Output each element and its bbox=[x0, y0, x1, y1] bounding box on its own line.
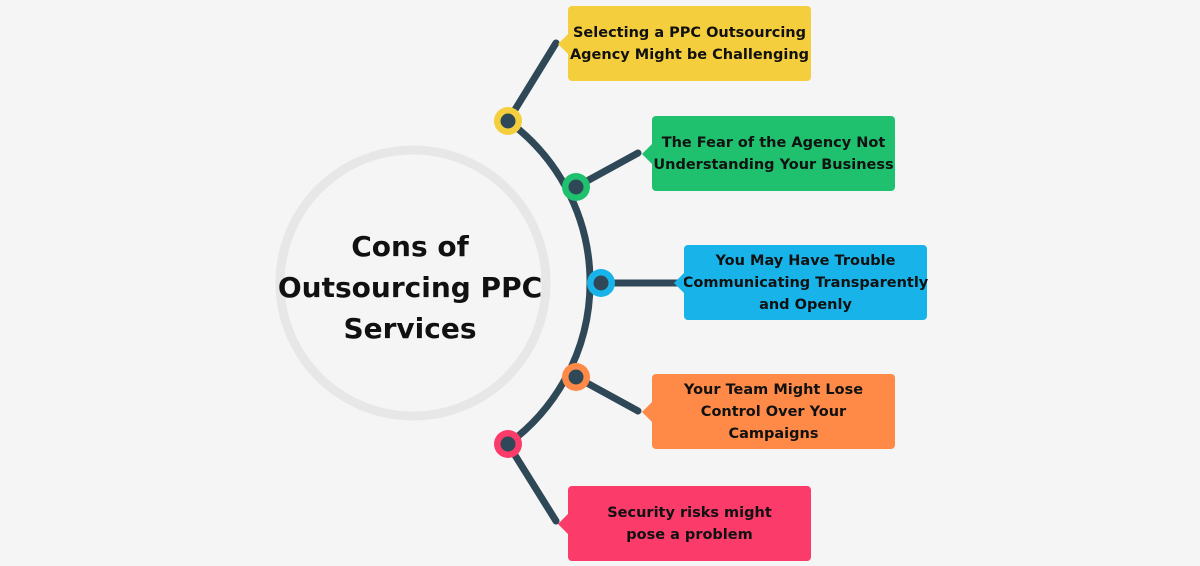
con-box-text-line: and Openly bbox=[759, 296, 852, 313]
connector-line-top bbox=[504, 39, 560, 125]
con-box-text-line: Selecting a PPC Outsourcing bbox=[572, 24, 807, 41]
connector-line-bottom bbox=[504, 440, 560, 525]
con-box-text-line: You May Have Trouble bbox=[715, 252, 896, 269]
con-box-text-line: Your Team Might Lose bbox=[683, 381, 864, 398]
center-circle bbox=[275, 145, 551, 421]
node-4 bbox=[562, 363, 590, 391]
con-box-text-line: Agency Might be Challenging bbox=[569, 46, 810, 63]
con-box-security-risks: Security risks might pose a problem bbox=[558, 486, 811, 561]
center-title-line-1: Cons of bbox=[351, 229, 469, 263]
center-title-line-3: Services bbox=[343, 311, 477, 345]
node-3 bbox=[587, 269, 615, 297]
node-2 bbox=[562, 173, 590, 201]
con-box-text-line: pose a problem bbox=[626, 526, 753, 543]
con-box-communication: You May Have Trouble Communicating Trans… bbox=[674, 245, 929, 320]
con-box-text-line: Control Over Your bbox=[700, 403, 847, 420]
con-box-agency-understanding: The Fear of the Agency Not Understanding… bbox=[642, 116, 895, 191]
con-box-selecting-agency: Selecting a PPC Outsourcing Agency Might… bbox=[558, 6, 811, 81]
center-title: Cons of Outsourcing PPC Services bbox=[278, 222, 542, 352]
con-box-text-line: Communicating Transparently bbox=[682, 274, 929, 291]
con-box-text-line: Security risks might bbox=[607, 504, 772, 521]
con-box-text-line: Understanding Your Business bbox=[653, 156, 894, 173]
center-title-line-2: Outsourcing PPC bbox=[277, 270, 543, 304]
node-1 bbox=[494, 107, 522, 135]
con-box-text-line: Campaigns bbox=[728, 425, 819, 442]
con-box-lose-control: Your Team Might Lose Control Over Your C… bbox=[642, 374, 895, 449]
con-box-text-line: The Fear of the Agency Not bbox=[661, 134, 886, 151]
node-5 bbox=[494, 430, 522, 458]
